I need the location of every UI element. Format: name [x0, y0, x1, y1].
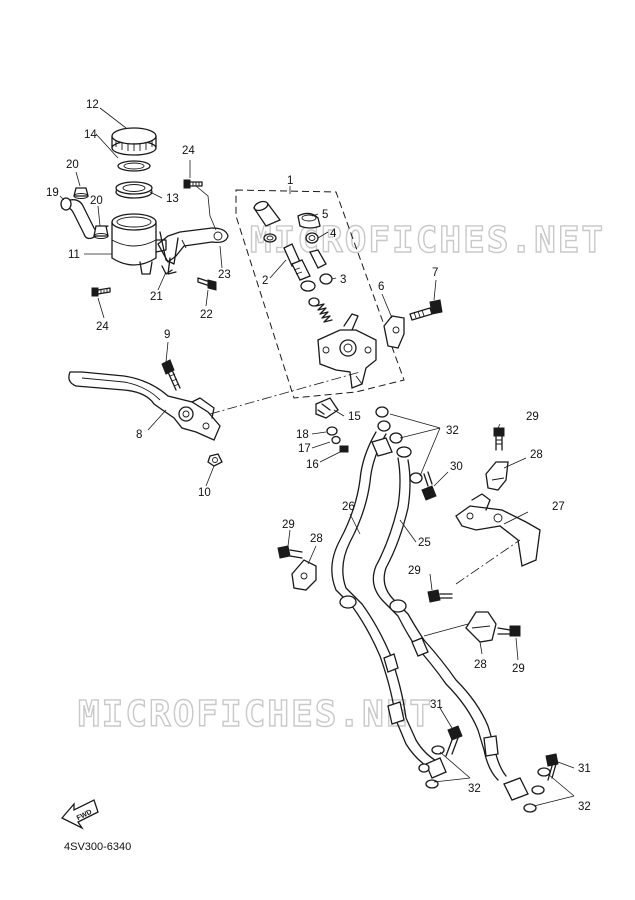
piston-seal-top [252, 200, 282, 227]
diagram-code: 4SV300-6340 [64, 841, 131, 853]
banjo-fitting-top [371, 406, 423, 484]
callout-20-upper: 20 [66, 159, 79, 171]
union-bolt-30 [421, 471, 437, 501]
watermark-bottom: MICROFICHES.NET [78, 694, 433, 735]
pushrod-boot [309, 249, 327, 269]
callout-16: 16 [306, 459, 319, 471]
callout-18: 18 [296, 429, 309, 441]
callout-14: 14 [84, 129, 97, 141]
callout-29-bottom: 29 [512, 663, 525, 675]
callout-20-lower: 20 [90, 195, 103, 207]
callout-7: 7 [432, 267, 438, 279]
callout-4: 4 [330, 228, 337, 240]
callout-29-mid: 29 [408, 565, 421, 577]
callout-32-right: 32 [578, 801, 591, 813]
reservoir-bracket [159, 231, 179, 275]
banjo-fitting-bottom-left [418, 745, 447, 789]
hose-clamp-28-left [291, 559, 317, 591]
callout-32-left: 32 [468, 783, 481, 795]
callout-21: 21 [150, 291, 163, 303]
callout-leaders [59, 107, 575, 807]
brake-hose-left [331, 420, 439, 771]
callout-26: 26 [342, 501, 355, 513]
bolt-29-mid [427, 589, 453, 603]
kit-boundary [235, 189, 405, 399]
banjo-fitting-bottom-right [503, 767, 551, 813]
circlip [305, 232, 319, 244]
callout-24-upper: 24 [182, 145, 195, 157]
master-cylinder-body [317, 313, 377, 389]
dust-boot [297, 212, 321, 229]
callout-5: 5 [322, 209, 328, 221]
callout-30: 30 [450, 461, 463, 473]
callout-labels: 1 2 3 4 5 6 7 8 9 10 11 12 13 14 15 16 1… [46, 99, 591, 813]
bolt-29-top [493, 427, 505, 451]
callout-28-top: 28 [530, 449, 543, 461]
callout-13: 13 [166, 193, 179, 205]
callout-19: 19 [46, 187, 59, 199]
seal-cup [263, 233, 277, 243]
reservoir-tank [111, 213, 167, 275]
callout-15: 15 [348, 411, 361, 423]
callout-29-top: 29 [526, 411, 539, 423]
switch-nut [331, 435, 341, 445]
hose-guide-27 [455, 493, 541, 567]
callout-9: 9 [164, 329, 170, 341]
bracket-bolt [409, 299, 443, 321]
callout-3: 3 [340, 274, 346, 286]
callout-24-lower: 24 [96, 321, 109, 333]
callout-8: 8 [136, 429, 142, 441]
reservoir-cap [111, 127, 157, 156]
leader-holder [195, 185, 217, 231]
brake-hose-right [372, 446, 507, 781]
callout-17: 17 [298, 443, 311, 455]
spring [308, 297, 333, 323]
diaphragm [115, 181, 153, 199]
screw-22 [197, 277, 217, 291]
leader-hose-clamp [423, 623, 469, 637]
callout-12: 12 [86, 99, 99, 111]
hose-clamp-28-right [465, 611, 497, 643]
callout-32-top: 32 [446, 425, 459, 437]
switch-washer [326, 426, 338, 436]
guide-axis [455, 539, 521, 585]
diaphragm-plate [117, 160, 151, 172]
callout-31-left: 31 [430, 699, 443, 711]
master-cylinder-bracket [383, 315, 405, 349]
switch-screw [339, 445, 349, 453]
callout-27: 27 [552, 501, 565, 513]
brake-lever [68, 371, 221, 441]
union-bolt-31-left [445, 725, 463, 757]
callout-23: 23 [218, 269, 231, 281]
lever-axis [209, 371, 361, 415]
callout-22: 22 [200, 309, 213, 321]
fwd-arrow-icon: FWD [60, 799, 99, 830]
callout-25: 25 [418, 537, 431, 549]
union-bolt-31-right [545, 753, 559, 781]
hose-clamp-28-top [485, 461, 509, 491]
callout-2: 2 [262, 275, 268, 287]
callout-28-bottom: 28 [474, 659, 487, 671]
callout-28-left: 28 [310, 533, 323, 545]
bolt-upper [183, 179, 203, 189]
bolt-29-left [277, 545, 303, 559]
hose-clip-upper [73, 187, 89, 199]
callout-10: 10 [198, 487, 211, 499]
hose-clip-lower [93, 225, 109, 239]
callout-6: 6 [378, 281, 384, 293]
reservoir-holder [157, 227, 229, 275]
callout-29-left: 29 [282, 519, 295, 531]
bolt-lower [91, 287, 111, 297]
brake-light-switch [315, 397, 339, 419]
callout-11: 11 [68, 249, 80, 261]
lever-nut [207, 453, 223, 467]
bolt-29-bottom [497, 625, 521, 637]
lever-bolt [161, 359, 181, 391]
washer-3 [319, 273, 333, 285]
piston-assembly [283, 243, 316, 292]
callout-31-right: 31 [578, 763, 591, 775]
callout-1: 1 [287, 175, 293, 187]
